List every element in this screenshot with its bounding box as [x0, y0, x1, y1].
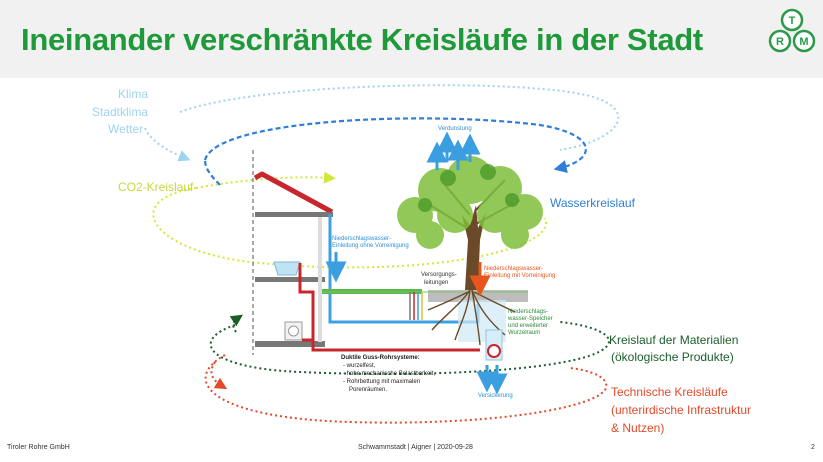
floor-middle — [255, 277, 325, 282]
label-klima: Klima — [118, 87, 149, 101]
logo-letter-t: T — [789, 15, 796, 27]
technical-cycle — [204, 354, 608, 424]
page-number: 2 — [811, 444, 815, 451]
annotation-supply-lines-1: Versorgungs- — [421, 272, 457, 278]
material-cycle-top — [229, 314, 243, 333]
annotation-rain-pretreat-2: Einleitung mit Vorreinigung — [484, 273, 556, 279]
waste-pipe — [298, 263, 480, 352]
annotation-ductile-2: - hohe mechanische Belastbarkeit, — [343, 371, 436, 377]
annotation-rain-no-pretreat-1: Niederschlagswasser- — [332, 236, 392, 242]
floor-upper — [255, 212, 333, 217]
label-material-cycle-sub: (ökologische Produkte) — [611, 350, 734, 364]
co2-cycle-top — [195, 171, 336, 189]
klima-cycle-arrow — [144, 127, 191, 162]
annotation-ductile-3: - Rohrbettung mit maximalen — [343, 379, 421, 385]
annotation-infiltration: Versickerung — [478, 393, 513, 399]
annotation-ductile-title: Duktile Guss-Rohrsysteme: — [341, 355, 420, 361]
utility-lines — [409, 292, 423, 320]
label-co2-cycle: CO2-Kreislauf — [118, 180, 194, 194]
annotation-storage-3: und erweiterter — [508, 323, 549, 329]
cycles-diagram — [144, 84, 620, 424]
slide-header — [0, 0, 823, 78]
label-material-cycle: Kreislauf der Materialien — [609, 333, 739, 347]
pipe-connection — [487, 344, 501, 358]
technical-cycle-arrow — [210, 361, 228, 390]
label-water-cycle: Wasserkreislauf — [550, 196, 635, 210]
label-technical-cycle-sub2: & Nutzen) — [611, 421, 665, 435]
label-technical-cycle: Technische Kreisläufe — [611, 385, 728, 399]
label-technical-cycle-sub1: (unterirdische Infrastruktur — [611, 403, 752, 417]
water-cycle — [203, 117, 587, 173]
floor-lower — [255, 341, 325, 347]
klima-cycle — [179, 84, 620, 151]
trm-logo: T R M — [768, 8, 816, 53]
label-stadtklima: Stadtklima — [92, 105, 149, 119]
logo-letter-r: R — [776, 36, 784, 48]
building-roof — [253, 171, 334, 215]
annotation-storage-1: Niederschlags- — [508, 309, 549, 315]
annotation-supply-lines-2: leitungen — [424, 280, 449, 286]
annotation-evaporation: Verdunstung — [438, 126, 472, 132]
footer-center: Schwammstadt | Aigner | 2020-09-28 — [358, 444, 473, 451]
logo-letter-m: M — [799, 36, 808, 48]
slide-title: Ineinander verschränkte Kreisläufe in de… — [21, 22, 703, 57]
annotation-storage-2: wasser-Speicher — [508, 316, 553, 322]
footer-company: Tiroler Rohre GmbH — [7, 444, 70, 451]
material-cycle — [209, 321, 610, 375]
annotation-ductile-4: Porenräumen. — [349, 387, 388, 393]
sink-fixture — [273, 261, 301, 276]
infiltration-arrows — [476, 365, 508, 395]
building-wall — [318, 217, 322, 342]
annotation-ductile-1: - wurzelfest, — [343, 363, 376, 369]
label-wetter: Wetter — [108, 122, 144, 136]
annotation-rain-no-pretreat-2: Einleitung ohne Vorreinigung — [332, 243, 409, 249]
evaporation-arrows — [426, 131, 481, 170]
water-cycle-lower — [203, 159, 221, 186]
annotation-rain-pretreat-1: Niederschlagswasser- — [484, 266, 544, 272]
annotation-storage-4: Wurzelraum — [508, 330, 541, 336]
